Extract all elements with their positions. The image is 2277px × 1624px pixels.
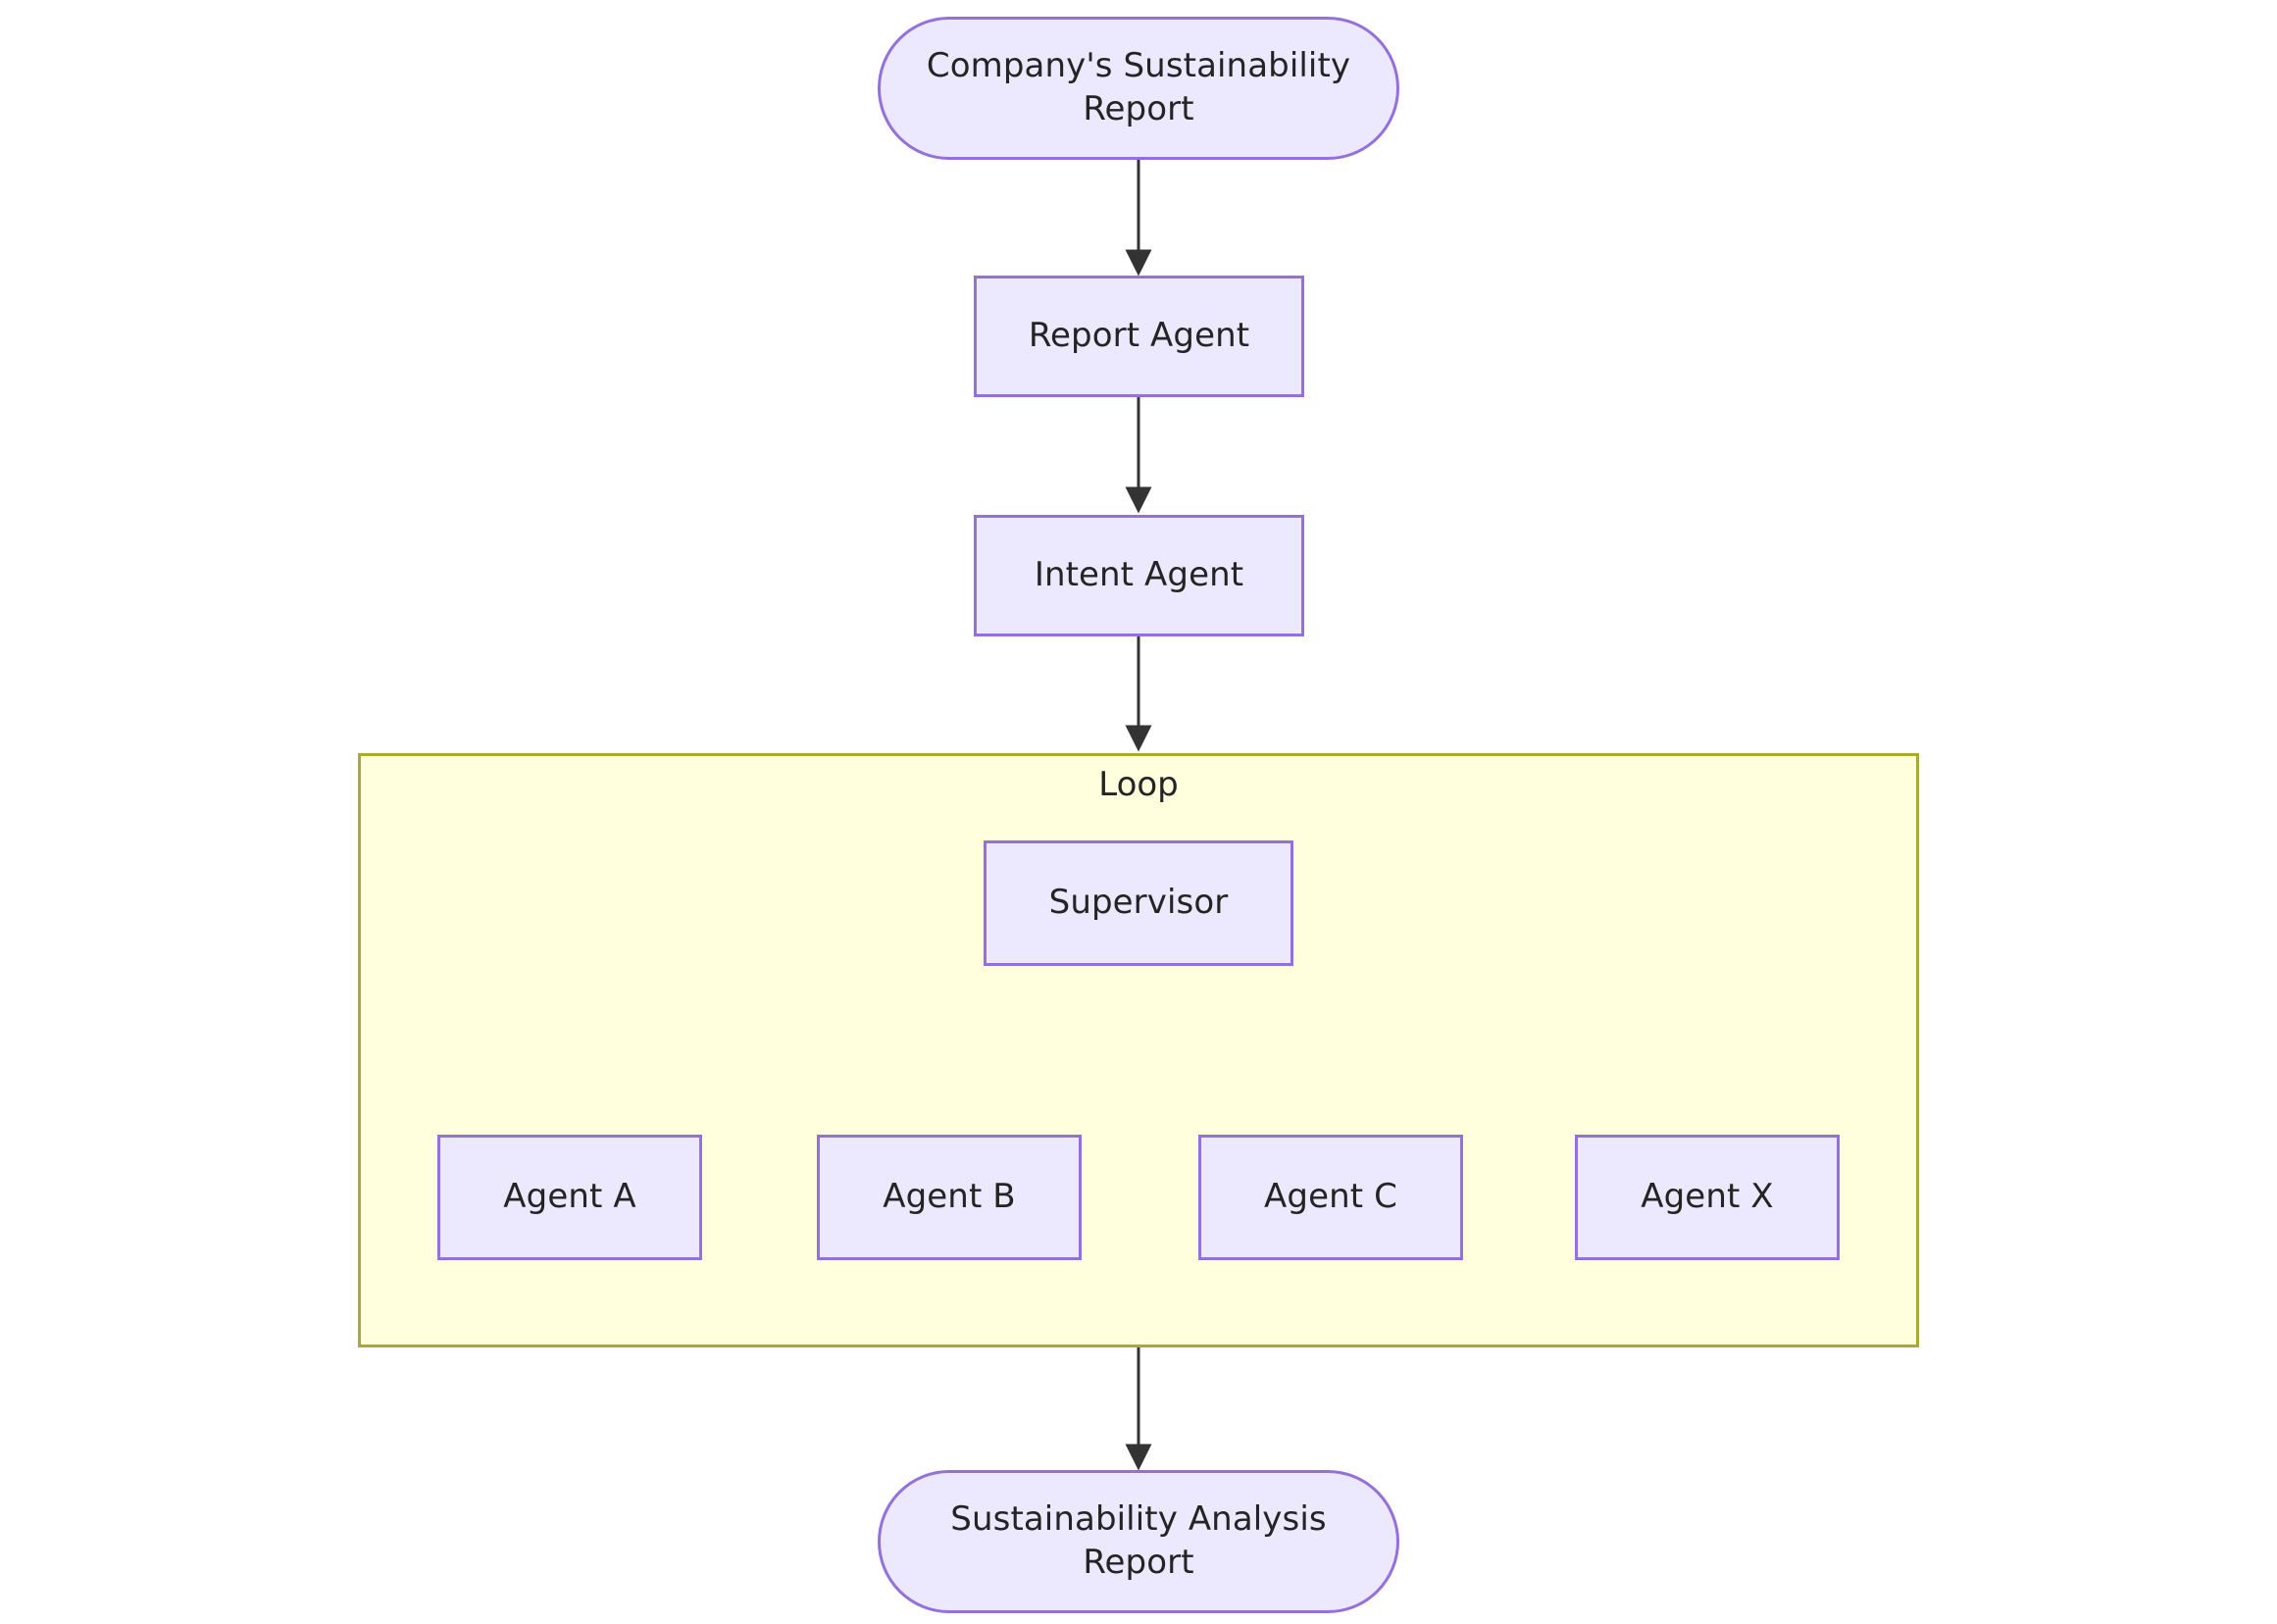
node-agent-c[interactable]: Agent C xyxy=(1198,1135,1463,1260)
node-agent-c-label: Agent C xyxy=(1264,1177,1397,1217)
node-supervisor[interactable]: Supervisor xyxy=(984,840,1293,966)
node-report-agent-label: Report Agent xyxy=(1028,316,1250,356)
node-input-report[interactable]: Company's Sustainability Report xyxy=(878,17,1399,160)
node-agent-b-label: Agent B xyxy=(883,1177,1016,1217)
node-input-report-label: Company's Sustainability Report xyxy=(926,46,1351,128)
node-agent-x-label: Agent X xyxy=(1641,1177,1774,1217)
node-agent-a-label: Agent A xyxy=(503,1177,636,1217)
node-agent-a[interactable]: Agent A xyxy=(437,1135,702,1260)
node-agent-x[interactable]: Agent X xyxy=(1575,1135,1840,1260)
node-output-report[interactable]: Sustainability Analysis Report xyxy=(878,1470,1399,1613)
node-agent-b[interactable]: Agent B xyxy=(817,1135,1082,1260)
subgraph-loop-title: Loop xyxy=(1098,765,1179,804)
node-intent-agent[interactable]: Intent Agent xyxy=(974,515,1304,636)
node-report-agent[interactable]: Report Agent xyxy=(974,276,1304,397)
node-intent-agent-label: Intent Agent xyxy=(1034,555,1244,595)
node-output-report-label: Sustainability Analysis Report xyxy=(950,1499,1327,1582)
node-supervisor-label: Supervisor xyxy=(1048,883,1229,923)
